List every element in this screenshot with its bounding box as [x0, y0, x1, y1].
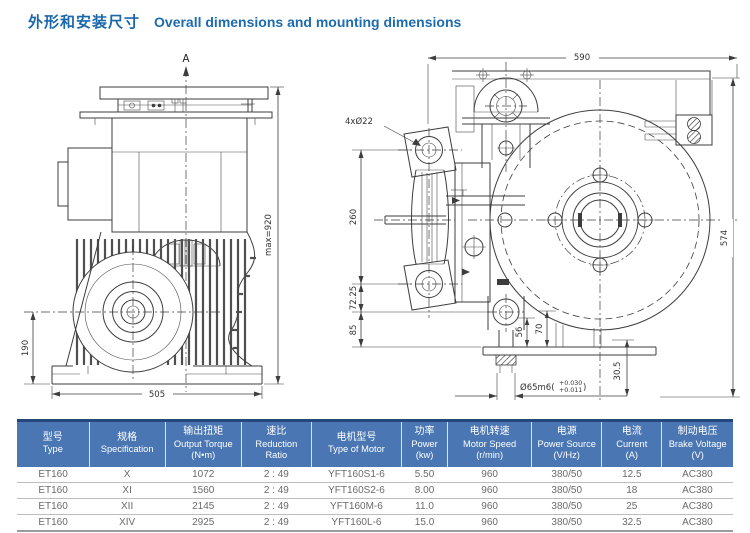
section-label-a: A — [182, 53, 190, 65]
cell-motor-type: YFT160S2-6 — [311, 482, 402, 499]
page-title-zh: 外形和安装尺寸 — [28, 14, 141, 31]
table-row: ET160 XII 2145 2 : 49 YFT160M-6 11.0 960… — [17, 498, 733, 515]
cell-brake-voltage: AC380 — [661, 466, 733, 483]
dim-label-505: 505 — [149, 390, 165, 400]
dim-label-85: 85 — [349, 325, 359, 336]
cell-power: 15.0 — [401, 514, 448, 532]
brake-assembly — [374, 126, 525, 318]
cell-specification: X — [89, 466, 166, 483]
cell-current: 18 — [601, 482, 662, 499]
cell-output-torque: 1072 — [165, 466, 242, 483]
cell-power-source: 380/50 — [531, 466, 602, 483]
cell-reduction-ratio: 2 : 49 — [241, 514, 312, 532]
table-row: ET160 XIV 2925 2 : 49 YFT160L-6 15.0 960… — [17, 514, 733, 532]
page-title-en: Overall dimensions and mounting dimensio… — [154, 14, 462, 30]
front-view-drawing: 590 574 4xØ22 260 72.25 85 56 — [345, 51, 740, 402]
cell-motor-speed: 960 — [447, 482, 532, 499]
cell-current: 25 — [601, 498, 662, 515]
dimension-drawings: A — [21, 51, 740, 402]
cell-specification: XIV — [89, 514, 166, 532]
cell-reduction-ratio: 2 : 49 — [241, 482, 312, 499]
cell-motor-type: YFT160S1-6 — [311, 466, 402, 483]
cell-type: ET160 — [17, 514, 90, 532]
dim-label-260: 260 — [349, 209, 359, 225]
cell-specification: XII — [89, 498, 166, 515]
cell-output-torque: 2145 — [165, 498, 242, 515]
cell-power-source: 380/50 — [531, 498, 602, 515]
table-row: ET160 X 1072 2 : 49 YFT160S1-6 5.50 960 … — [17, 466, 733, 483]
shaft-dim-close: ) — [583, 383, 586, 393]
cell-current: 12.5 — [601, 466, 662, 483]
cell-power: 11.0 — [401, 498, 448, 515]
dim-label-70: 70 — [535, 324, 545, 335]
cell-motor-type: YFT160L-6 — [311, 514, 402, 532]
cell-power-source: 380/50 — [531, 482, 602, 499]
cell-current: 32.5 — [601, 514, 662, 532]
cell-output-torque: 1560 — [165, 482, 242, 499]
cell-type: ET160 — [17, 498, 90, 515]
cell-reduction-ratio: 2 : 49 — [241, 466, 312, 483]
table-row: ET160 XI 1560 2 : 49 YFT160S2-6 8.00 960… — [17, 482, 733, 499]
dim-label-574: 574 — [720, 230, 730, 246]
page-title: 外形和安装尺寸 Overall dimensions and mounting d… — [28, 11, 461, 32]
cell-motor-speed: 960 — [447, 514, 532, 532]
cell-motor-speed: 960 — [447, 498, 532, 515]
right-bolt-bracket — [675, 114, 713, 146]
dim-label-305: 30.5 — [613, 362, 623, 381]
dim-label-190: 190 — [21, 340, 31, 356]
cell-specification: XI — [89, 482, 166, 499]
side-view-drawing: A — [21, 53, 284, 400]
dim-label-max920: max=920 — [264, 214, 274, 256]
dim-label-56: 56 — [515, 327, 525, 338]
cell-motor-speed: 960 — [447, 466, 532, 483]
cell-type: ET160 — [17, 466, 90, 483]
cell-type: ET160 — [17, 482, 90, 499]
cell-brake-voltage: AC380 — [661, 482, 733, 499]
cell-motor-type: YFT160M-6 — [311, 498, 402, 515]
cell-brake-voltage: AC380 — [661, 514, 733, 532]
hole-callout-4xd22: 4xØ22 — [345, 116, 373, 127]
cell-power: 8.00 — [401, 482, 448, 499]
cell-output-torque: 2925 — [165, 514, 242, 532]
cell-power-source: 380/50 — [531, 514, 602, 532]
cell-reduction-ratio: 2 : 49 — [241, 498, 312, 515]
shaft-tol-upper: +0.030 — [559, 380, 582, 387]
junction-box — [67, 147, 113, 221]
shaft-tol-lower: +0.011 — [559, 387, 582, 394]
dim-label-7225: 72.25 — [349, 286, 359, 310]
shaft-dim-label: Ø65m6( — [520, 382, 555, 393]
bottom-mount — [482, 279, 657, 373]
cell-power: 5.50 — [401, 466, 448, 483]
cell-brake-voltage: AC380 — [661, 498, 733, 515]
dim-label-590: 590 — [574, 53, 590, 63]
